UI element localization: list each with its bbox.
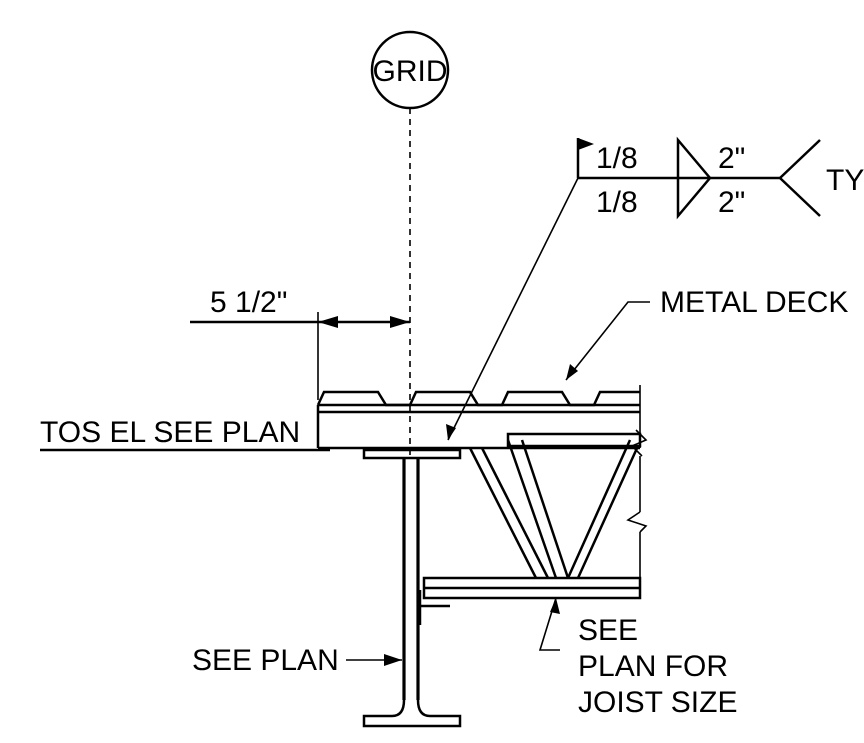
weld-leader [447,177,579,441]
field-weld-flag-icon [578,138,594,150]
joist-web-3 [566,439,632,579]
joist-note-line-3: JOIST SIZE [578,686,737,719]
weld-length-top: 2" [718,142,745,175]
grid-marker: GRID [370,30,450,460]
deck-flutes [316,390,640,407]
weld-size-top: 1/8 [596,142,638,175]
metal-deck-label: METAL DECK [660,286,848,319]
metal-deck [316,385,641,450]
bottom-flange [362,699,462,728]
arrowhead-icon [384,654,402,666]
weld-tail-note: TYP [826,164,864,197]
weld-length-bottom: 2" [718,186,745,219]
column-note: SEE PLAN [192,644,339,677]
joist-web-2b [520,439,570,579]
weld-size-bottom: 1/8 [596,186,638,219]
break-symbol [626,511,648,533]
arrowhead-icon [318,316,338,328]
weld-symbol: 1/8 1/8 2" 2" TYP [446,136,864,441]
tos-callout: TOS EL SEE PLAN [40,416,330,452]
joist-leader [538,597,560,651]
joist-top-chord [506,432,642,448]
joist-callout: SEE PLAN FOR JOIST SIZE [538,597,737,719]
metal-deck-callout: METAL DECK [565,286,848,381]
grid-label: GRID [373,55,448,88]
joist-web-3b [576,445,640,579]
joist [422,429,648,600]
steel-member [362,448,462,728]
joist-note-line-1: SEE [578,614,638,647]
column-callout: SEE PLAN [192,644,402,677]
tos-label: TOS EL SEE PLAN [40,416,300,449]
metal-deck-leader [565,301,650,381]
joist-web-2 [506,439,558,579]
fillet-weld-icon [676,136,712,220]
weld-tail-lower [779,177,821,217]
weld-tail-upper [779,139,821,179]
arrowhead-icon [550,598,560,614]
break-symbol [630,429,648,457]
arrowhead-icon [566,364,578,380]
top-flange [362,448,462,460]
joist-web-1 [468,447,538,579]
joist-web-1b [480,447,550,579]
arrowhead-icon [446,424,456,440]
dimension: 5 1/2" [190,286,410,400]
dimension-text: 5 1/2" [210,286,287,319]
arrowhead-icon [390,316,410,328]
joist-note-line-2: PLAN FOR [578,650,728,683]
